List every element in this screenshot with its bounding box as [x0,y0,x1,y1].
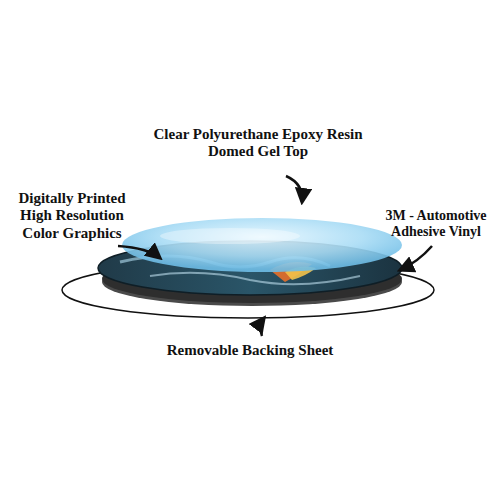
graphics-label: Digitally Printed High Resolution Color … [4,190,140,242]
backing-label: Removable Backing Sheet [110,342,390,359]
dome-label: Clear Polyurethane Epoxy Resin Domed Gel… [148,126,368,161]
vinyl-label: 3M - Automotive Adhesive Vinyl [376,208,496,240]
